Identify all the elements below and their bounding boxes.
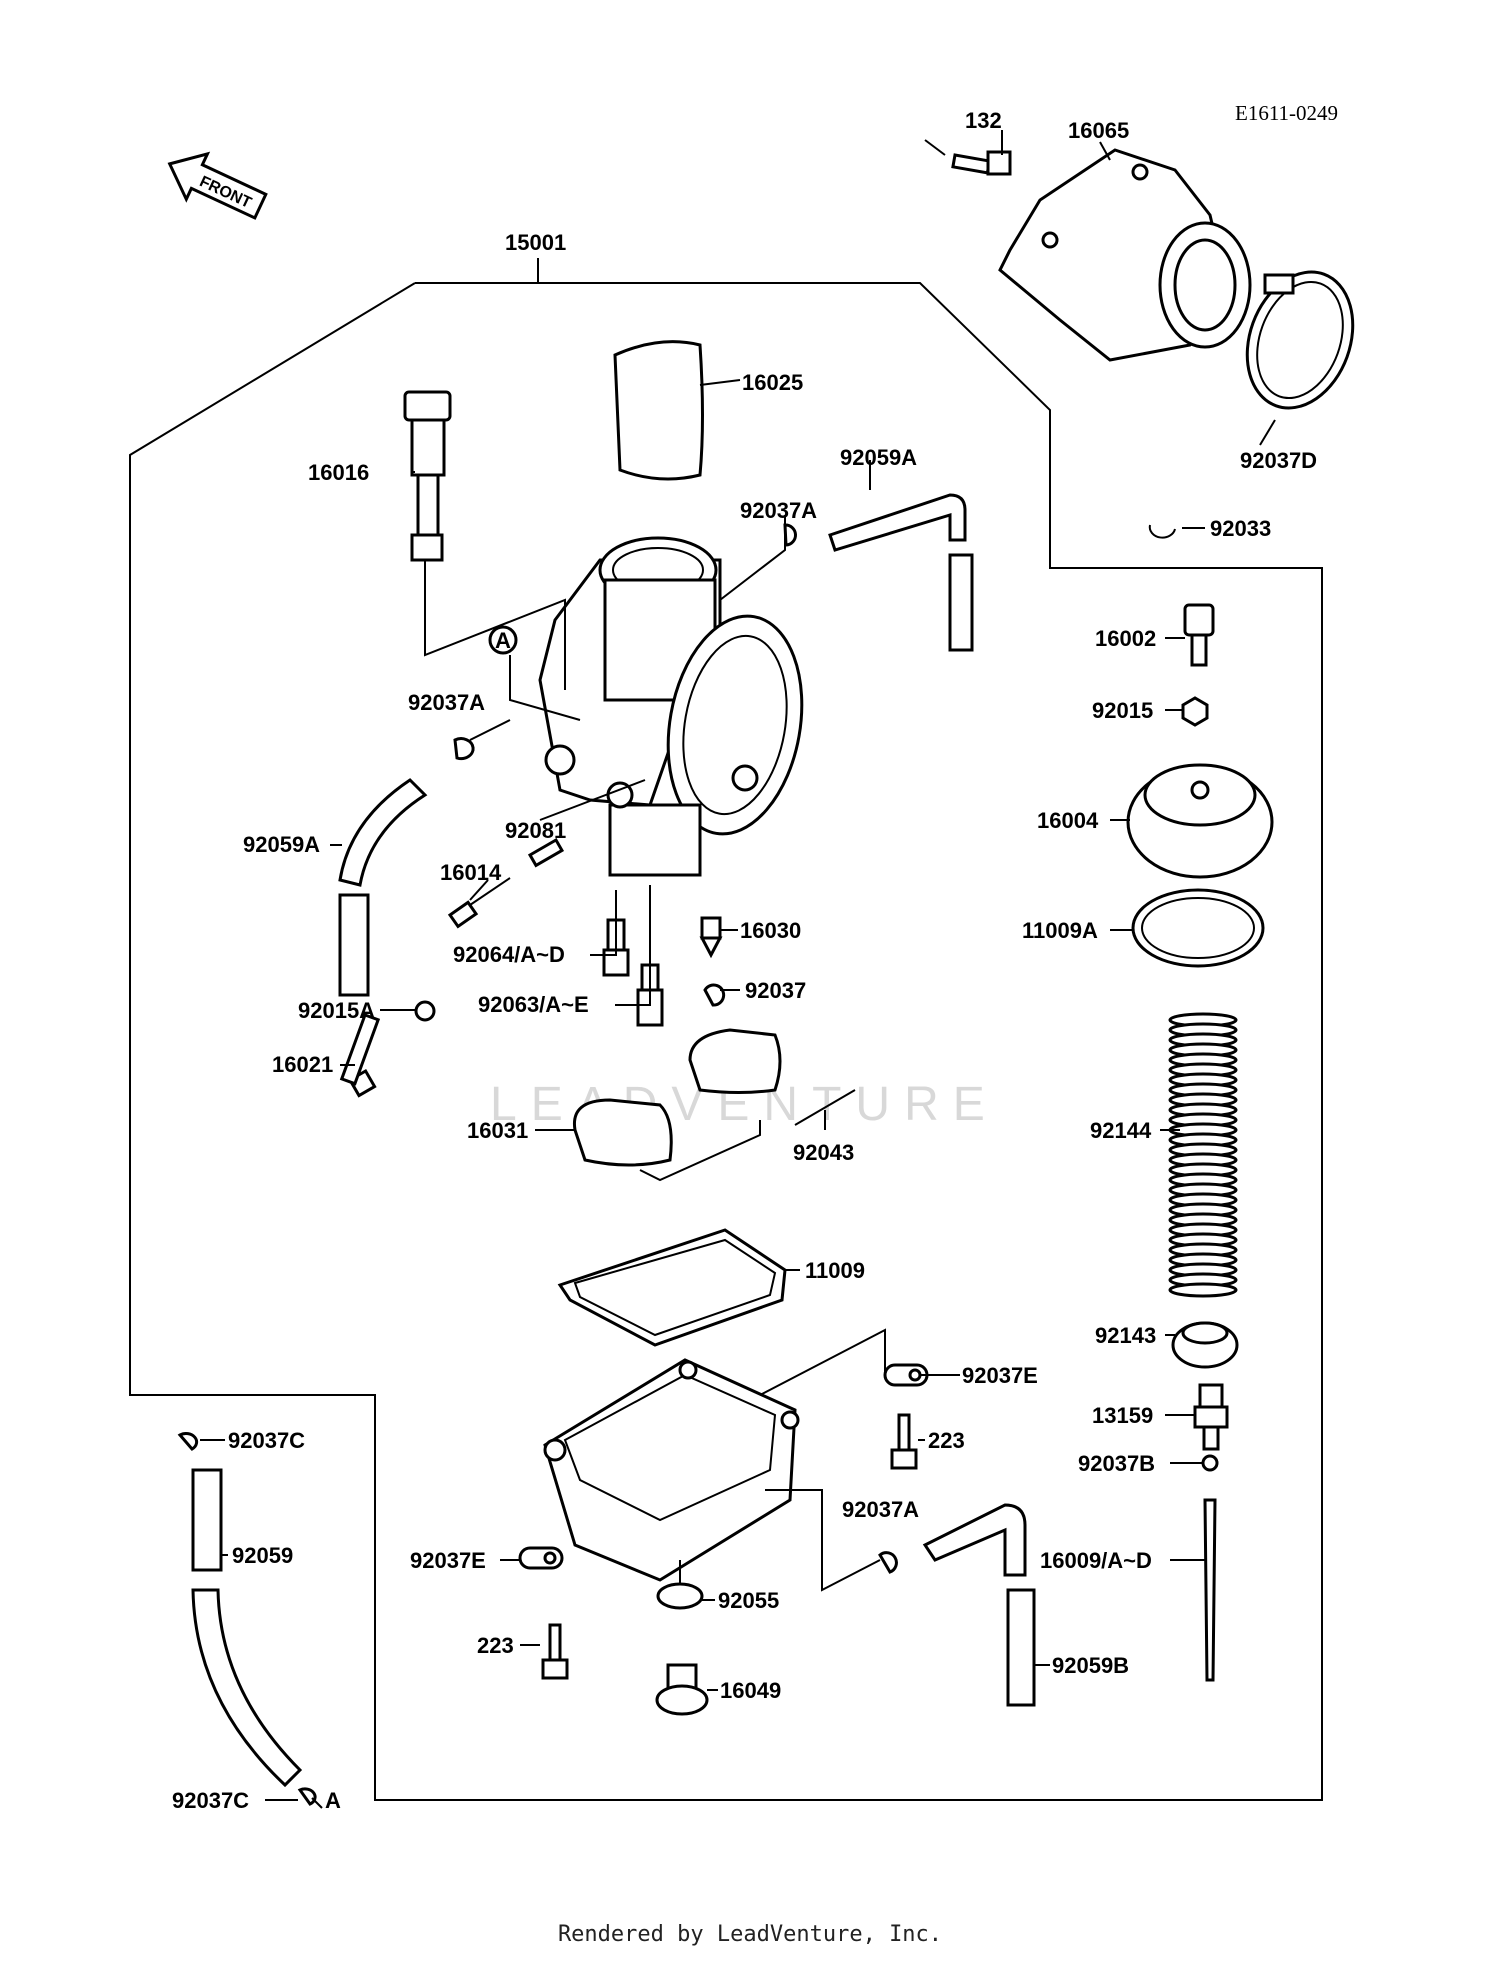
hose-92059 [191, 1468, 223, 1572]
label-92043: 92043 [793, 1140, 854, 1165]
screw-16002 [1183, 603, 1215, 667]
label-16009: 16009/A~D [1040, 1548, 1152, 1573]
callout-a-top [488, 625, 518, 655]
label-13159: 13159 [1092, 1403, 1153, 1428]
clip-92037a-left [453, 737, 475, 761]
leader-lines [200, 130, 1276, 1809]
footer-credit: Rendered by LeadVenture, Inc. [557, 1922, 943, 1947]
label-16004: 16004 [1037, 808, 1099, 833]
float-bowl [543, 1358, 800, 1582]
clip-92037 [703, 983, 726, 1007]
label-92059: 92059 [232, 1543, 293, 1568]
clip-92037a-top [783, 523, 797, 547]
clamp-92037e-left [518, 1546, 564, 1570]
label-92033: 92033 [1210, 516, 1271, 541]
hose-92059a-left [338, 778, 428, 997]
o-ring-92055 [656, 1582, 704, 1610]
diagram-code: E1611-0249 [1235, 101, 1338, 125]
label-92037a-top: 92037A [740, 498, 817, 523]
jet-needle [1203, 1498, 1217, 1682]
label-92144: 92144 [1090, 1118, 1152, 1143]
clip-92033 [1148, 524, 1176, 539]
label-92081: 92081 [505, 818, 566, 843]
hose-curved-left [191, 1588, 303, 1788]
label-16030: 16030 [740, 918, 801, 943]
label-92064: 92064/A~D [453, 942, 565, 967]
float [572, 1028, 782, 1182]
label-11009a: 11009A [1022, 918, 1098, 943]
pilot-jet-16014 [447, 877, 511, 929]
label-92037c-top: 92037C [228, 1428, 305, 1453]
label-16002: 16002 [1095, 626, 1156, 651]
front-arrow-icon: FRONT [167, 151, 268, 220]
label-16049: 16049 [720, 1678, 781, 1703]
label-16025: 16025 [742, 370, 803, 395]
clip-92037c-bottom [297, 1787, 317, 1806]
label-16031: 16031 [467, 1118, 528, 1143]
callout-a-top-label: A [495, 628, 511, 653]
intake-manifold [998, 148, 1252, 362]
clip-92037c-top [177, 1432, 199, 1451]
label-92143: 92143 [1095, 1323, 1156, 1348]
float-valve [699, 916, 723, 959]
hose-clamp [1245, 270, 1355, 410]
label-16014: 16014 [440, 860, 502, 885]
needle-clip-holder [1193, 1383, 1229, 1451]
spring-seat [1171, 1321, 1239, 1369]
assembly-boundary [129, 282, 1323, 1801]
spring-92144 [1168, 1012, 1238, 1298]
label-132: 132 [965, 108, 1002, 133]
label-15001: 15001 [505, 230, 566, 255]
cap-gasket [1131, 888, 1265, 968]
label-223-right: 223 [928, 1428, 965, 1453]
label-92037c-bottom: 92037C [172, 1788, 249, 1813]
nut-92015a [414, 1000, 436, 1022]
label-92063: 92063/A~E [478, 992, 589, 1017]
label-11009: 11009 [805, 1258, 865, 1283]
label-92037d: 92037D [1240, 448, 1317, 473]
label-92037a-bottom: 92037A [842, 1497, 919, 1522]
label-92037: 92037 [745, 978, 806, 1003]
label-16065: 16065 [1068, 118, 1129, 143]
label-92059b: 92059B [1052, 1653, 1129, 1678]
carburetor-body [538, 536, 804, 877]
screw-223-left [541, 1623, 569, 1680]
label-92055: 92055 [718, 1588, 779, 1613]
clip-92037b [1201, 1454, 1219, 1472]
spring-coil [1168, 1282, 1238, 1298]
clip-92037a-bottom [878, 1551, 898, 1574]
label-92059a-top: 92059A [840, 445, 917, 470]
label-92037e-right: 92037E [962, 1363, 1038, 1388]
label-92015: 92015 [1092, 698, 1153, 723]
label-92037e-left: 92037E [410, 1548, 486, 1573]
screw-16021 [339, 1013, 381, 1098]
nut-92015 [1181, 696, 1209, 727]
hose-92059a-top [828, 493, 974, 652]
label-16021: 16021 [272, 1052, 333, 1077]
drain-plug [655, 1663, 709, 1716]
bolt-132 [924, 139, 1012, 176]
screw-223-right [890, 1413, 918, 1470]
label-223-left: 223 [477, 1633, 514, 1658]
float-pin [794, 1089, 856, 1126]
throttle-valve [613, 340, 704, 481]
label-92037a-left: 92037A [408, 690, 485, 715]
label-92037b: 92037B [1078, 1451, 1155, 1476]
label-16016: 16016 [308, 460, 369, 485]
label-92059a-left: 92059A [243, 832, 320, 857]
float-bowl-gasket [557, 1228, 787, 1347]
hose-92059b [922, 1503, 1036, 1707]
air-adjust-screw [403, 390, 452, 562]
spring-92081 [527, 837, 565, 868]
label-92015a: 92015A [298, 998, 375, 1023]
top-cap [1126, 763, 1274, 879]
callout-a-bottom-label: A [325, 1788, 341, 1813]
